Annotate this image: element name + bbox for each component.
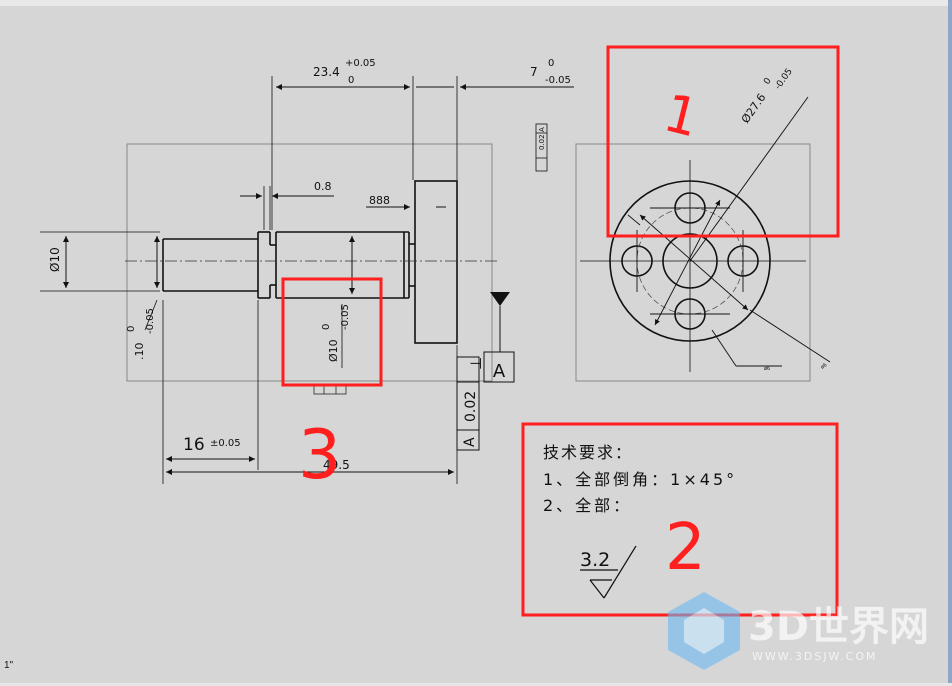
annotation-box-1 <box>606 45 840 238</box>
requirements-line-2: 2、全部： <box>543 496 632 515</box>
gdt-value: 0.02 <box>463 391 479 422</box>
gdt-frame: ⊥ 0.02 A <box>456 356 485 451</box>
annotation-box-3 <box>281 277 383 387</box>
dim-0-8: 0.8 <box>314 180 332 193</box>
dim-7: 7 <box>530 65 538 79</box>
flange-circle <box>609 180 771 342</box>
extension-lines <box>40 76 458 484</box>
dim-7-tol-lower: -0.05 <box>545 75 571 86</box>
dim-left-tol-c: .10 <box>133 343 146 361</box>
watermark-url: WWW.3DSJW.COM <box>752 650 878 663</box>
dim-pcd-tol-upper: 0 <box>762 76 774 87</box>
roughness-symbol <box>580 545 637 599</box>
dim-16-tol: ±0.05 <box>210 438 241 449</box>
gdt-symbol: ⊥ <box>467 357 485 370</box>
annotation-mark-2: 2 <box>665 511 706 585</box>
watermark-brand: 3D世界网 <box>748 604 929 650</box>
dim-center-tol-upper: 0 <box>321 324 332 330</box>
window-bottom-border <box>0 683 952 686</box>
dim-center-tol-lower: -0.05 <box>340 304 351 330</box>
dim-888: 888 <box>369 194 390 207</box>
datum-symbol: A <box>483 292 515 383</box>
dim-left-tol-b: -0.05 <box>145 308 156 334</box>
datum-label: A <box>493 361 506 382</box>
gdt-small-value: 0.02 <box>538 134 546 150</box>
tiny-label-2: ø6 <box>820 362 829 370</box>
tiny-label: ø6 <box>764 366 770 372</box>
watermark-logo-icon <box>668 592 740 670</box>
requirements-line-1: 1、全部倒角：1×45° <box>543 470 737 489</box>
dim-left-tol-a: 0 <box>126 326 137 332</box>
dim-center-dia: Ø10 <box>327 339 340 362</box>
dim-23-4-tol-lower: 0 <box>348 75 354 86</box>
gdt-small-frame: 0.02 A <box>535 123 548 172</box>
front-view: A 0.02 A ⊥ 0.02 <box>40 58 574 484</box>
dim-pcd: Ø27.6 <box>739 91 769 126</box>
watermark: 3D世界网 WWW.3DSJW.COM <box>668 592 929 670</box>
dim-16: 16 <box>183 435 205 455</box>
requirements-title: 技术要求： <box>543 443 633 462</box>
annotation-mark-3: 3 <box>298 416 341 495</box>
dim-49-5: 49.5 <box>323 458 350 472</box>
annotation-mark-1: 1 <box>658 83 705 149</box>
shaft-outline <box>162 180 458 344</box>
window-right-border <box>948 0 952 686</box>
side-view: Ø27.6 0 -0.05 ø6 ø6 <box>575 67 831 382</box>
gdt-datum: A <box>462 437 478 447</box>
roughness-value: 3.2 <box>580 549 610 571</box>
dim-pcd-tol-lower: -0.05 <box>773 67 795 92</box>
gdt-small-datum: A <box>538 127 546 132</box>
side-view-border <box>575 143 811 382</box>
red-annotations: 1 2 3 <box>281 45 840 617</box>
status-corner-text: 1" <box>4 660 14 671</box>
dim-23-4-tol-upper: +0.05 <box>345 58 376 69</box>
front-view-border <box>126 143 493 382</box>
dim-dia10-left: Ø10 <box>48 247 62 272</box>
technical-requirements: 技术要求： 1、全部倒角：1×45° 2、全部： 3.2 <box>543 443 737 599</box>
top-border <box>0 0 952 6</box>
dim-7-tol-upper: 0 <box>548 58 554 69</box>
dim-23-4: 23.4 <box>313 65 340 79</box>
